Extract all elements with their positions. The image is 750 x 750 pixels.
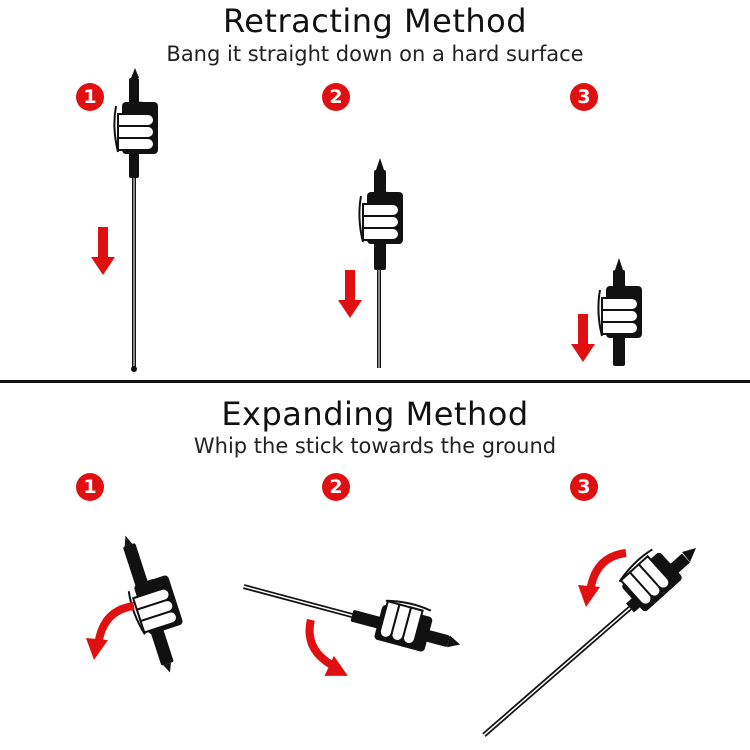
expand-step-2-badge: 2: [322, 473, 350, 501]
expand-step-1-badge: 1: [76, 473, 104, 501]
expanding-title: Expanding Method: [221, 395, 529, 433]
expand-stick-2: [243, 584, 461, 654]
expanding-subtitle: Whip the stick towards the ground: [193, 434, 557, 458]
retract-stick-1: [113, 68, 159, 372]
retract-step-2-badge: 2: [322, 83, 350, 111]
expand-step-3-badge: 3: [570, 473, 598, 501]
retracting-subtitle: Bang it straight down on a hard surface: [166, 42, 584, 66]
expand-arrow-2: [294, 620, 361, 684]
expand-stick-1: [123, 535, 185, 673]
retract-arrow-2: [338, 270, 362, 318]
retract-arrow-3: [571, 314, 595, 362]
retract-stick-3: [597, 258, 643, 366]
expand-arrow-1: [86, 606, 134, 660]
expand-stick-3: [482, 544, 696, 737]
expand-arrow-3: [578, 553, 626, 607]
retract-step-3-badge: 3: [570, 83, 598, 111]
section-divider: [0, 380, 750, 383]
retract-arrow-1: [91, 227, 115, 275]
retract-step-1-badge: 1: [76, 83, 104, 111]
retracting-title: Retracting Method: [222, 2, 528, 40]
retract-stick-2: [358, 158, 404, 368]
